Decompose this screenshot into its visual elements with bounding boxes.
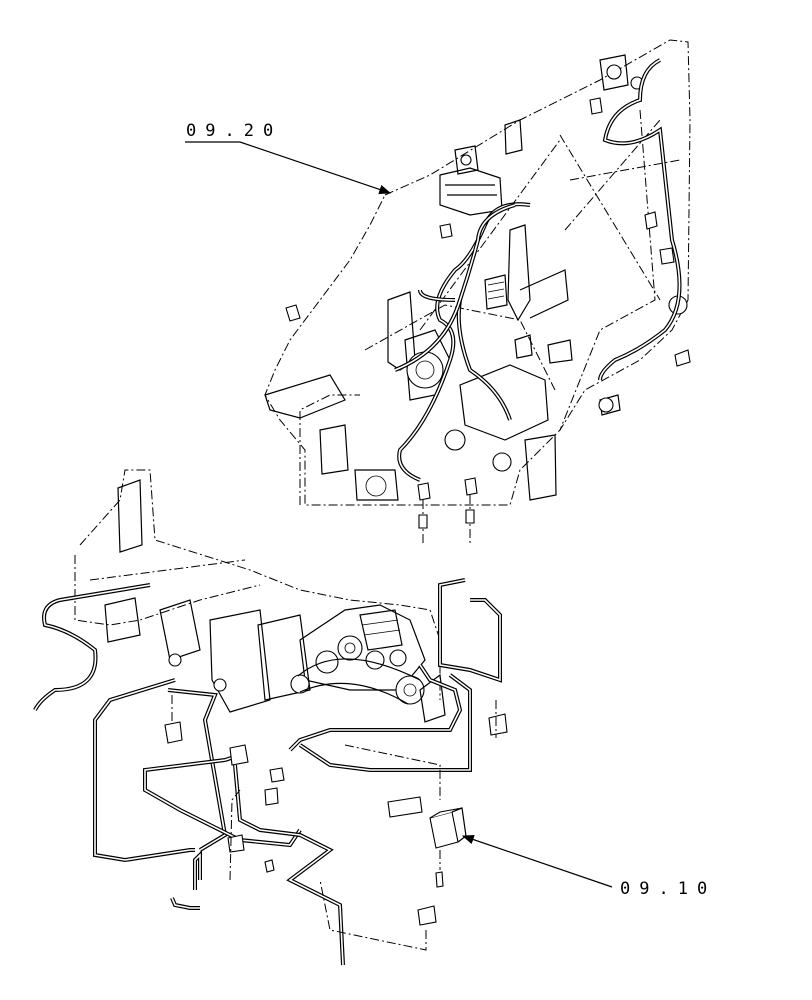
leader-arrow-upper (239, 141, 392, 195)
upper-connectors (285, 97, 691, 545)
lower-components (164, 695, 508, 951)
callout-label-upper: 09.20 (186, 121, 283, 141)
leader-arrow-lower (461, 834, 613, 888)
upper-wiring-harness (394, 58, 682, 482)
lower-chassis-assembly (74, 469, 446, 723)
callout-label-lower: 09.10 (620, 879, 717, 899)
upper-frame-assembly (264, 39, 691, 506)
callout-leaders (185, 141, 613, 888)
lower-hydraulic-lines (33, 578, 502, 966)
